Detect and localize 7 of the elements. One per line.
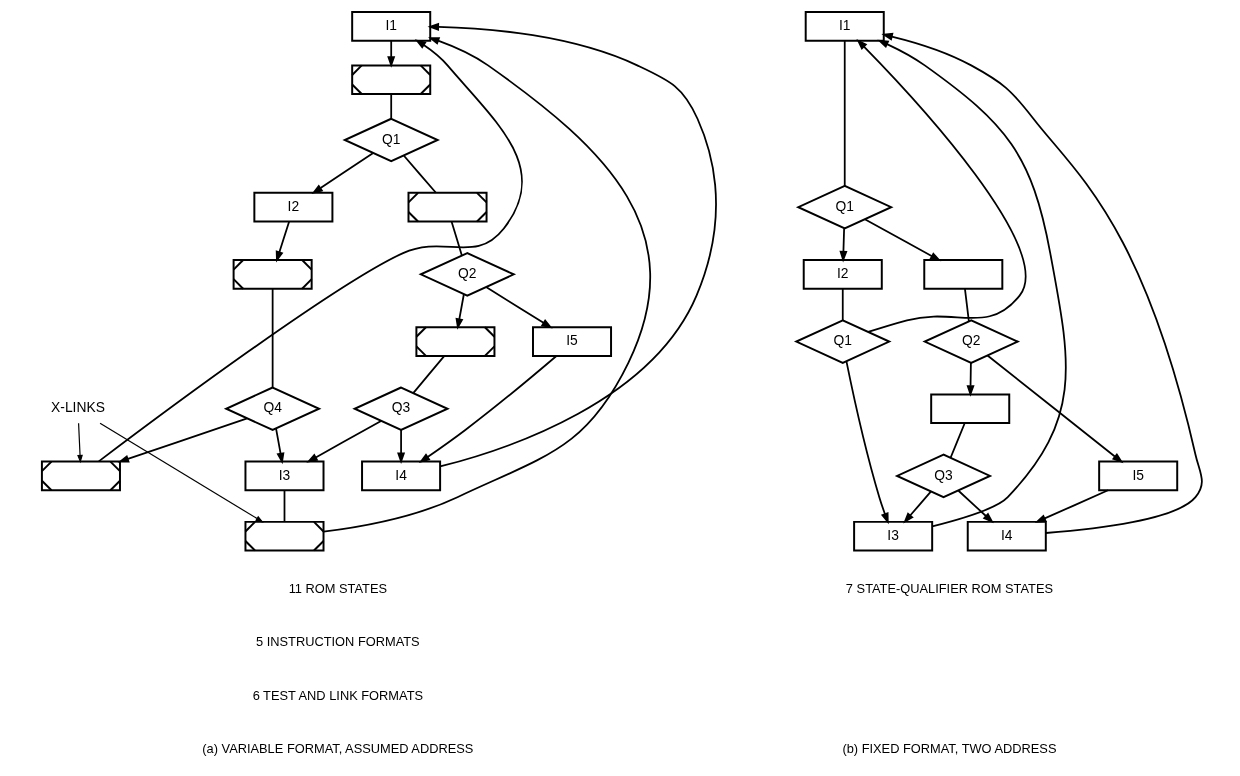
label: 6 TEST AND LINK FORMATS bbox=[252, 687, 423, 703]
label: 5 INSTRUCTION FORMATS bbox=[255, 634, 420, 650]
node-text: X-LINKS bbox=[50, 399, 105, 416]
label: 7 STATE-QUALIFIER ROM STATES bbox=[845, 580, 1053, 596]
label: (b) FIXED FORMAT, TWO ADDRESS bbox=[841, 741, 1056, 756]
label: 11 ROM STATES bbox=[288, 580, 387, 596]
label: (a) VARIABLE FORMAT, ASSUMED ADDRESS bbox=[201, 741, 473, 756]
